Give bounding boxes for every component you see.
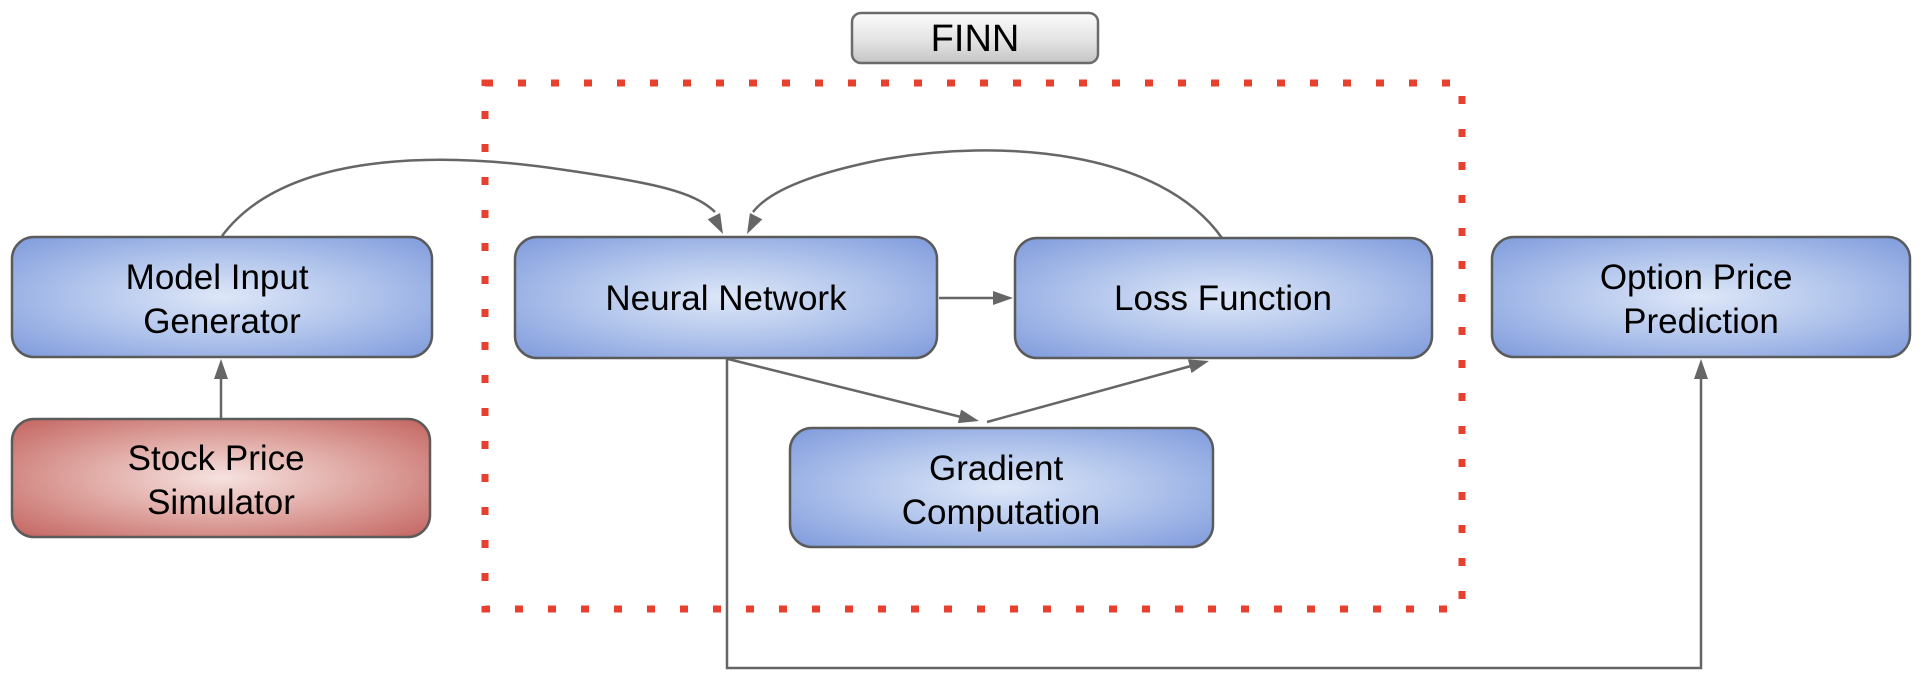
arrowhead-left-into-neural-network xyxy=(707,213,723,234)
arrowhead-into-option-price-prediction xyxy=(1694,359,1708,379)
option-price-prediction-label: Option Price Prediction xyxy=(1600,258,1802,341)
finn-dashed-container xyxy=(481,79,1466,613)
node-neural-network: Neural Network xyxy=(513,235,939,360)
arrowhead-into-loss-function-bottom xyxy=(1187,359,1209,373)
node-stock-price-simulator: Stock Price Simulator xyxy=(10,417,432,539)
arrowhead-into-loss-function-left xyxy=(993,291,1013,305)
node-gradient-computation: Gradient Computation xyxy=(788,426,1215,549)
neural-network-label: Neural Network xyxy=(605,279,847,318)
loss-function-box xyxy=(1013,236,1434,360)
arrow-neural-network-to-option-price-prediction xyxy=(725,359,1703,670)
finn-title-box xyxy=(850,11,1100,65)
arrow-neural-network-to-gradient-computation xyxy=(727,357,962,419)
arrow-model-input-generator-to-neural-network xyxy=(220,158,716,237)
node-loss-function: Loss Function xyxy=(1013,236,1434,360)
gradient-computation-box xyxy=(788,426,1215,549)
arrow-gradient-computation-to-loss-function xyxy=(986,364,1192,424)
model-input-generator-box xyxy=(10,235,434,359)
node-option-price-prediction: Option Price Prediction xyxy=(1490,235,1912,359)
loss-function-label: Loss Function xyxy=(1114,279,1332,318)
finn-title-label: FINN xyxy=(931,18,1020,60)
node-model-input-generator: Model Input Generator xyxy=(10,235,434,359)
neural-network-box xyxy=(513,235,939,360)
edges-layer xyxy=(219,149,1703,670)
gradient-computation-label: Gradient Computation xyxy=(902,449,1100,532)
arrowheads-layer xyxy=(214,213,1708,424)
model-input-generator-label: Model Input Generator xyxy=(126,258,319,341)
node-finn-title: FINN xyxy=(850,11,1100,65)
arrowhead-into-model-input-generator xyxy=(214,359,228,379)
arrowhead-into-gradient-computation xyxy=(957,409,979,424)
stock-price-simulator-box xyxy=(10,417,432,539)
option-price-prediction-box xyxy=(1490,235,1912,359)
stock-price-simulator-label: Stock Price Simulator xyxy=(128,439,315,522)
arrow-loss-function-to-neural-network xyxy=(752,149,1224,239)
arrowhead-right-into-neural-network xyxy=(747,213,763,234)
